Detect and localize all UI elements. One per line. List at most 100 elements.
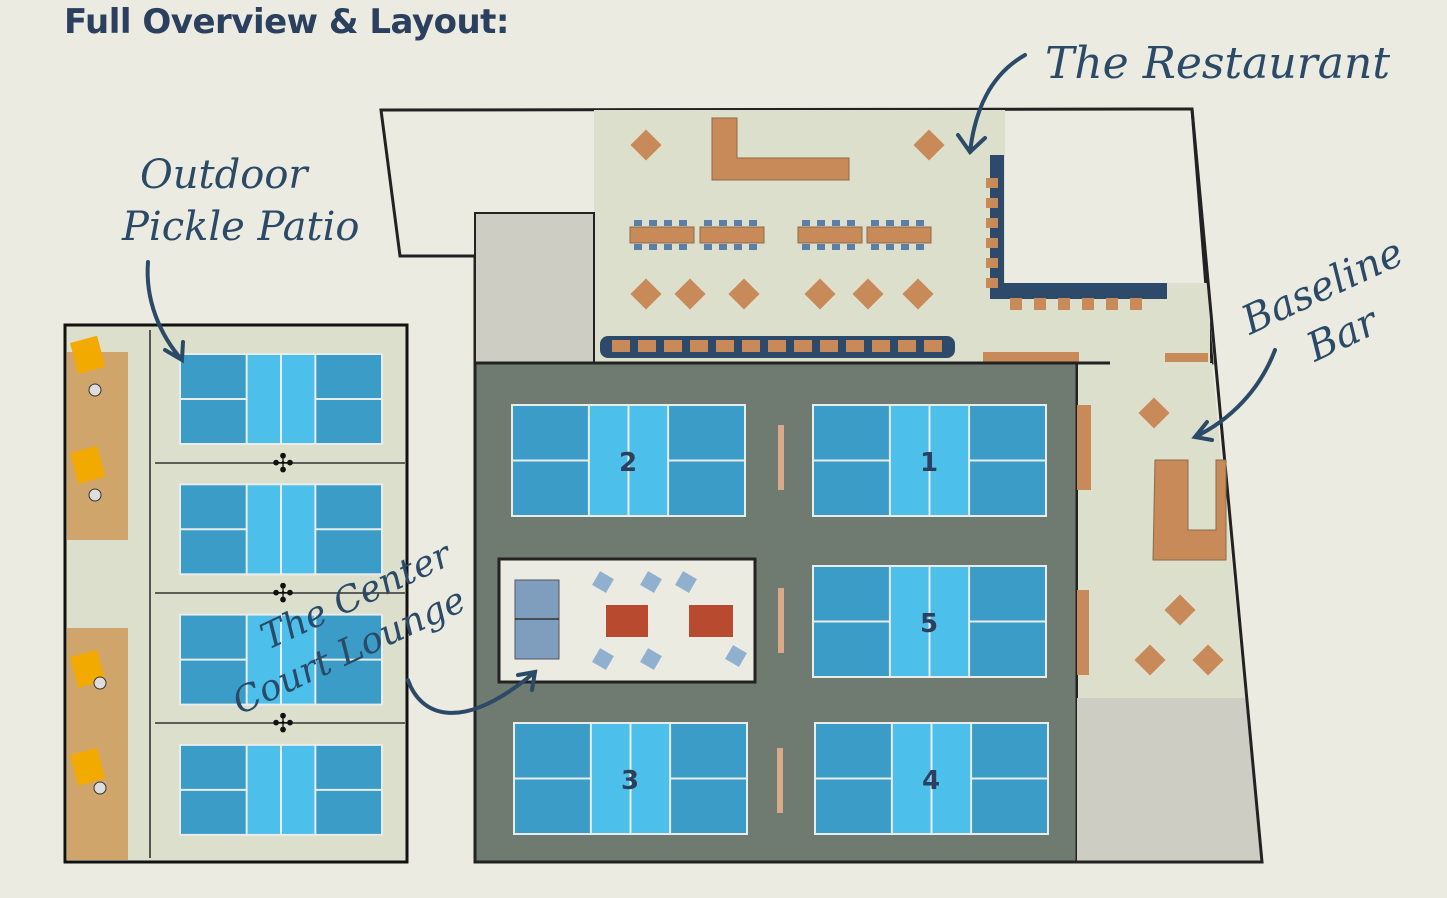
chair	[901, 220, 909, 226]
booth-table	[1058, 298, 1070, 310]
dining-table	[797, 226, 863, 244]
bar-rail	[1077, 405, 1091, 490]
chair	[719, 244, 727, 250]
chair	[802, 220, 810, 226]
chair	[847, 244, 855, 250]
lounge-chair	[725, 645, 747, 667]
umbrella	[70, 335, 106, 374]
indoor-court-2: 2	[511, 404, 746, 517]
patio-deck	[67, 352, 128, 540]
chair	[916, 220, 924, 226]
booth-table	[1034, 298, 1046, 310]
bench-table	[924, 340, 942, 352]
cafe-table	[1138, 397, 1170, 429]
chair	[749, 220, 757, 226]
bench-table	[846, 340, 864, 352]
chair	[901, 244, 909, 250]
bench-table	[872, 340, 890, 352]
chair	[749, 244, 757, 250]
booth-table	[1082, 298, 1094, 310]
court-number: 2	[619, 448, 637, 478]
label-patio-2: Pickle Patio	[121, 204, 359, 250]
arrow-patio	[145, 260, 185, 364]
bench-table	[820, 340, 838, 352]
bench-table	[690, 340, 708, 352]
chair	[704, 220, 712, 226]
booth-table	[1010, 298, 1022, 310]
court-divider	[778, 588, 784, 653]
outdoor-court-1	[179, 353, 383, 445]
patio-table	[93, 676, 107, 690]
chair	[802, 244, 810, 250]
lounge-coffee-table	[606, 605, 648, 637]
booth-table	[986, 178, 998, 188]
chair	[649, 244, 657, 250]
lounge-chair	[640, 648, 662, 670]
lounge-chair	[640, 571, 662, 593]
fan-icon: ✣	[272, 709, 294, 739]
bench-table	[664, 340, 682, 352]
booth-table	[986, 258, 998, 268]
restaurant-bar-counter	[711, 117, 850, 181]
indoor-court-1: 1	[812, 404, 1047, 517]
label-restaurant: The Restaurant	[1045, 38, 1390, 89]
storage-area	[474, 212, 595, 364]
bench-table	[768, 340, 786, 352]
bench-table	[638, 340, 656, 352]
chair	[634, 244, 642, 250]
court-divider	[777, 748, 783, 813]
chair	[886, 244, 894, 250]
chair	[704, 244, 712, 250]
court-number: 3	[621, 766, 639, 796]
building-east-wall	[1077, 108, 1264, 864]
arrow-restaurant	[956, 53, 1027, 156]
bar-rail	[1077, 590, 1089, 675]
umbrella	[70, 445, 106, 484]
court-number: 5	[920, 609, 938, 639]
booth-table	[1130, 298, 1142, 310]
bench-table	[716, 340, 734, 352]
booth-table	[986, 218, 998, 228]
chair	[832, 220, 840, 226]
chair	[817, 244, 825, 250]
umbrella	[70, 747, 106, 786]
chair	[817, 220, 825, 226]
bar-shelf	[983, 352, 1079, 362]
cafe-table	[804, 278, 836, 310]
chair	[871, 244, 879, 250]
lounge-coffee-table	[689, 605, 733, 637]
lounge-chair	[592, 571, 614, 593]
chair	[734, 244, 742, 250]
label-patio-1: Outdoor	[140, 152, 310, 198]
cafe-table	[630, 278, 662, 310]
chair	[886, 220, 894, 226]
lounge-chair	[592, 648, 614, 670]
patio-table	[93, 781, 107, 795]
indoor-court-4: 4	[814, 722, 1049, 835]
booth-table	[986, 278, 998, 288]
bench-table	[742, 340, 760, 352]
court-divider	[778, 425, 784, 490]
chair	[916, 244, 924, 250]
cafe-table	[728, 278, 760, 310]
bench-table	[898, 340, 916, 352]
baseline-bar-counter	[1152, 459, 1227, 561]
outdoor-court-4	[179, 743, 383, 836]
dining-table	[699, 226, 765, 244]
chair	[847, 220, 855, 226]
fan-icon: ✣	[272, 579, 294, 609]
chair	[664, 220, 672, 226]
chair	[719, 220, 727, 226]
dining-table	[866, 226, 932, 244]
chair	[649, 220, 657, 226]
booth-table	[986, 198, 998, 208]
restaurant-booth-wall	[990, 155, 1167, 299]
cafe-table	[852, 278, 884, 310]
chair	[634, 220, 642, 226]
bench-table	[612, 340, 630, 352]
chair	[734, 220, 742, 226]
patio-table	[88, 488, 102, 502]
page-title: Full Overview & Layout:	[64, 2, 510, 42]
chair	[664, 244, 672, 250]
